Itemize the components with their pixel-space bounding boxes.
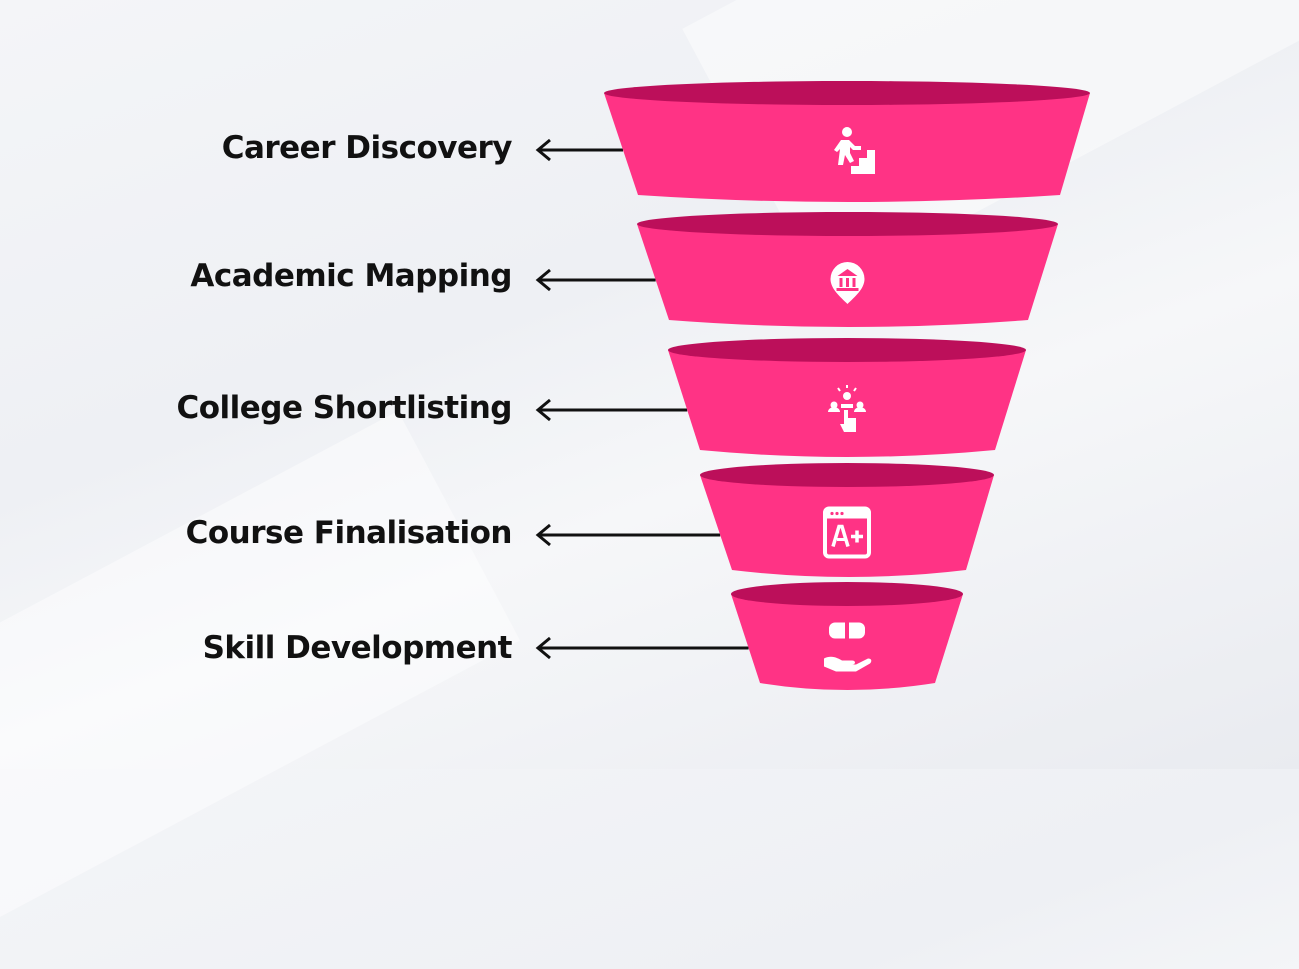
group-selection-hand-icon (828, 385, 866, 432)
funnel-segment-body (731, 594, 963, 690)
stage-label-skill-development: Skill Development (202, 630, 513, 666)
funnel-segment-body (668, 350, 1026, 457)
funnel-segment-top (700, 463, 994, 487)
person-climbing-stairs-icon (834, 127, 875, 174)
arrow-left-icon (535, 268, 656, 292)
arrow-left-icon (535, 398, 688, 422)
funnel-segment-skill-development (731, 582, 963, 690)
funnel-diagram (535, 81, 1090, 690)
funnel-segment-body (700, 475, 994, 577)
stage-label-academic-mapping: Academic Mapping (190, 258, 512, 294)
funnel-segment-top (604, 81, 1090, 105)
arrow-left-icon (535, 636, 749, 660)
funnel-segment-top (731, 582, 963, 606)
institution-location-pin-icon (830, 262, 865, 304)
stage-label-college-shortlisting: College Shortlisting (176, 390, 512, 426)
arrow-left-icon (535, 523, 721, 547)
arrow-left-icon (535, 138, 623, 162)
funnel-segment-top (637, 212, 1058, 236)
funnel-segment-course-finalisation (700, 463, 994, 577)
funnel-segment-academic-mapping (637, 212, 1058, 327)
funnel-segment-top (668, 338, 1026, 362)
brain-hand-icon (824, 622, 872, 672)
stage-label-career-discovery: Career Discovery (221, 130, 513, 166)
funnel-segment-career-discovery (604, 81, 1090, 202)
stage-label-course-finalisation: Course Finalisation (185, 515, 513, 551)
a-plus-grade-window-icon (823, 506, 871, 559)
funnel-segment-college-shortlisting (668, 338, 1026, 457)
